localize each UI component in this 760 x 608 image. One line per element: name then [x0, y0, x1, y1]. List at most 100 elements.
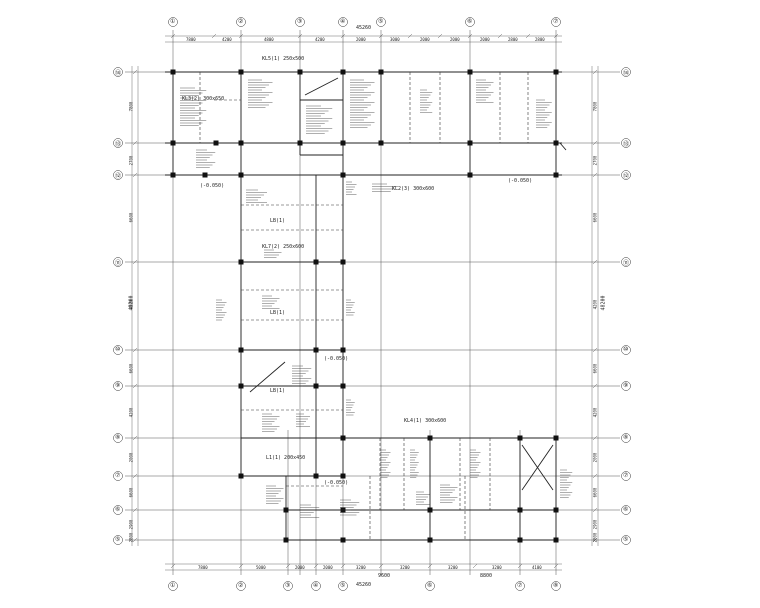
- axis-label: ⑧: [115, 434, 121, 441]
- axis-bubble: [236, 17, 246, 27]
- segment-dimension: 4200: [315, 37, 325, 42]
- axis-bubble: [465, 17, 475, 27]
- column: [170, 140, 176, 146]
- column: [170, 172, 176, 178]
- axis-label: ③: [297, 18, 303, 25]
- axis-label: ⑨: [115, 382, 121, 389]
- segment-dimension: 4200: [592, 407, 598, 418]
- axis-bubble: [113, 471, 123, 481]
- segment-dimension: 6600: [592, 212, 598, 223]
- dimension-tick: [592, 259, 598, 265]
- dimension-tick: [472, 563, 478, 569]
- column: [238, 140, 244, 146]
- column: [427, 537, 433, 543]
- grid-lines: [125, 30, 620, 575]
- segment-dimension: 6600: [128, 363, 134, 374]
- column: [553, 172, 559, 178]
- column: [553, 507, 559, 513]
- column: [467, 172, 473, 178]
- dimension-tick: [592, 383, 598, 389]
- segment-dimension: 2000: [295, 565, 305, 570]
- axis-label: ⑦: [623, 472, 629, 479]
- axis-label: ⑦: [517, 582, 523, 589]
- column: [340, 473, 346, 479]
- segment-dimension: 4200: [592, 299, 598, 310]
- axis-bubble: [168, 581, 178, 591]
- dimension-tick: [132, 537, 138, 543]
- stair-diagonal: [521, 444, 554, 491]
- axis-bubble: [236, 581, 246, 591]
- dimension-tick: [238, 563, 244, 569]
- segment-dimension: 2900: [128, 519, 134, 530]
- axis-label: ⑥: [115, 506, 121, 513]
- axis-bubble: [311, 581, 321, 591]
- axis-bubble: [113, 535, 123, 545]
- column: [340, 140, 346, 146]
- axis-label: ⑭: [623, 70, 630, 77]
- segment-dimension: 2000: [356, 37, 366, 42]
- axis-bubble: [515, 581, 525, 591]
- column: [238, 473, 244, 479]
- right-total-dim: 48200: [600, 295, 607, 311]
- axis-bubble: [621, 170, 631, 180]
- beam-label: KL2(3) 300x600: [392, 186, 435, 192]
- axis-label: ⑤: [340, 582, 346, 589]
- axis-label: ⑪: [115, 260, 122, 267]
- segment-dimension: 2800: [128, 532, 134, 543]
- axis-label: ⑧: [623, 434, 629, 441]
- dashed-beams: [199, 72, 529, 540]
- axis-bubble: [621, 138, 631, 148]
- column: [340, 383, 346, 389]
- segment-dimension: 2000: [420, 37, 430, 42]
- dimension-tick: [592, 537, 598, 543]
- dimension-tick: [132, 172, 138, 178]
- dimension-tick: [132, 435, 138, 441]
- axis-bubble: [621, 257, 631, 267]
- axis-bubble: [376, 17, 386, 27]
- dimension-tick: [378, 563, 384, 569]
- segment-dimension: 2000: [450, 37, 460, 42]
- column: [340, 537, 346, 543]
- axis-bubble: [621, 67, 631, 77]
- column: [340, 259, 346, 265]
- slab-label: LB(1): [270, 310, 286, 316]
- column: [340, 347, 346, 353]
- dimension-tick: [427, 563, 433, 569]
- axis-bubble: [113, 345, 123, 355]
- segment-dimension: 2000: [128, 452, 134, 463]
- segment-dimension: 4200: [128, 299, 134, 310]
- slab-label: LB(1): [270, 218, 286, 224]
- dimension-tick: [285, 563, 291, 569]
- hatch-marks: [180, 79, 573, 518]
- beam-label: KL3(2) 300x650: [182, 96, 225, 102]
- segment-dimension: 4800: [264, 37, 274, 42]
- dimension-tick: [592, 473, 598, 479]
- slab-label: LB(1): [270, 388, 286, 394]
- segment-dimension: 2000: [480, 37, 490, 42]
- segment-dimension: 7800: [198, 565, 208, 570]
- column: [340, 435, 346, 441]
- axis-bubble: [621, 505, 631, 515]
- axis-label: ③: [285, 582, 291, 589]
- segment-dimension: 3200: [356, 565, 366, 570]
- axis-bubble: [621, 345, 631, 355]
- column: [340, 69, 346, 75]
- column: [283, 507, 289, 513]
- dimension-tick: [132, 140, 138, 146]
- column: [517, 507, 523, 513]
- column: [467, 69, 473, 75]
- axis-bubble: [295, 17, 305, 27]
- dimension-tick: [132, 383, 138, 389]
- axis-bubble: [283, 581, 293, 591]
- column: [340, 172, 346, 178]
- elevation-label: (-0.050): [508, 178, 533, 184]
- axis-label: ⑬: [623, 141, 630, 148]
- segment-dimension: 2700: [592, 155, 598, 166]
- column: [427, 507, 433, 513]
- axis-label: ⑪: [623, 260, 630, 267]
- elevation-label: (-0.050): [324, 480, 349, 486]
- column: [378, 140, 384, 146]
- axis-label: ⑤: [623, 536, 629, 543]
- axis-label: ⑩: [115, 346, 121, 353]
- column: [467, 140, 473, 146]
